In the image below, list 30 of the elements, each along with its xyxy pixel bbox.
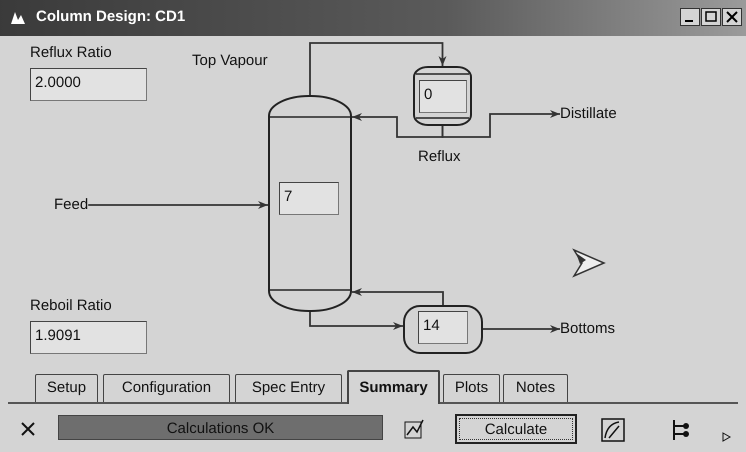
stream-label: Feed [54,196,88,213]
tab: Notes [503,374,568,402]
condenser-drum [413,66,472,126]
input-field: 14 [418,311,468,344]
tab: Configuration [103,374,230,402]
stream-arrow [88,201,268,209]
input-field: 2.0000 [30,68,147,101]
status-bar: Calculations OK [58,415,383,440]
stream-label: Bottoms [560,320,616,337]
field-label: Reflux Ratio [30,44,112,61]
distillation-column [268,95,352,312]
edge-label: Top Vapour [190,52,270,69]
tab: Plots [443,374,500,402]
reboiler-vessel [403,305,483,354]
stream-arrow [309,312,403,330]
tab: Spec Entry [235,374,342,402]
stream-arrow [483,325,560,333]
stream-arrow [309,42,446,95]
stream-arrow [352,288,444,305]
active-tab: Summary [347,370,440,404]
input-field: 1.9091 [30,321,147,354]
field-label: Reboil Ratio [30,297,112,314]
input-field: 0 [419,80,467,113]
stream-arrow [352,113,444,138]
stream-label: Distillate [560,105,617,122]
input-field: 7 [279,182,339,215]
stream-arrow [442,110,560,138]
tab: Setup [35,374,98,402]
window-title: Column Design: CD1 [36,8,186,25]
calculate-button: Calculate [455,414,577,444]
